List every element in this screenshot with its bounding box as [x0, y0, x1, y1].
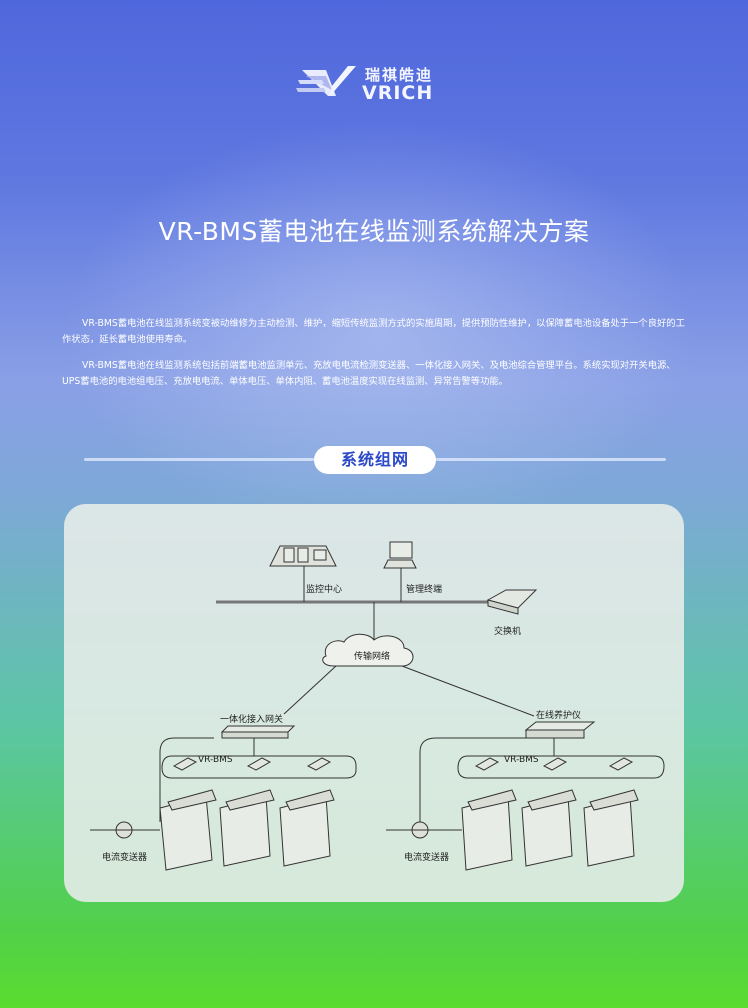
vrbms-left-label: VR-BMS	[198, 755, 233, 765]
intro-paragraph: VR-BMS蓄电池在线监测系统变被动维修为主动检测、维护，缩短传统监测方式的实施…	[62, 318, 685, 345]
battery-rack-icon	[461, 789, 639, 871]
section-title: 系统组网	[314, 446, 436, 474]
monitor-center-label: 监控中心	[306, 583, 342, 595]
switch-icon	[486, 589, 538, 615]
cloud-network-icon	[322, 633, 414, 667]
gateway-device-icon	[220, 725, 296, 739]
management-terminal-icon	[383, 541, 417, 569]
maintainer-device-icon	[524, 721, 596, 739]
brand-logo: 瑞祺皓迪 VRICH	[296, 62, 456, 106]
network-diagram-panel: 监控中心 管理终端 交换机 传输网络 一体化接入网关 在线养护仪 VR-BMS …	[64, 504, 684, 902]
sensor-right-label: 电流变送器	[404, 851, 449, 863]
brand-name-cn: 瑞祺皓迪	[365, 66, 434, 84]
gateway-label: 一体化接入网关	[220, 713, 283, 725]
sensor-left-label: 电流变送器	[102, 851, 147, 863]
page-title: VR-BMS蓄电池在线监测系统解决方案	[158, 217, 590, 246]
brand-name-en: VRICH	[362, 82, 434, 104]
wing-logo-icon	[296, 66, 356, 96]
mgmt-terminal-label: 管理终端	[406, 583, 442, 595]
components-paragraph: VR-BMS蓄电池在线监测系统包括前端蓄电池监测单元、充放电电流检测变送器、一体…	[62, 360, 676, 387]
bms-module-icon	[474, 757, 634, 771]
maintainer-label: 在线养护仪	[536, 709, 581, 721]
vrbms-right-label: VR-BMS	[504, 755, 539, 765]
network-label: 传输网络	[354, 650, 390, 662]
monitor-center-icon	[269, 545, 337, 567]
switch-label: 交换机	[494, 625, 521, 637]
battery-rack-icon	[159, 789, 335, 871]
network-diagram: 监控中心 管理终端 交换机 传输网络 一体化接入网关 在线养护仪 VR-BMS …	[90, 541, 665, 871]
current-sensor-icon	[90, 821, 462, 839]
bms-module-icon	[172, 757, 332, 771]
divider-right	[436, 458, 666, 461]
divider-left	[84, 458, 314, 461]
